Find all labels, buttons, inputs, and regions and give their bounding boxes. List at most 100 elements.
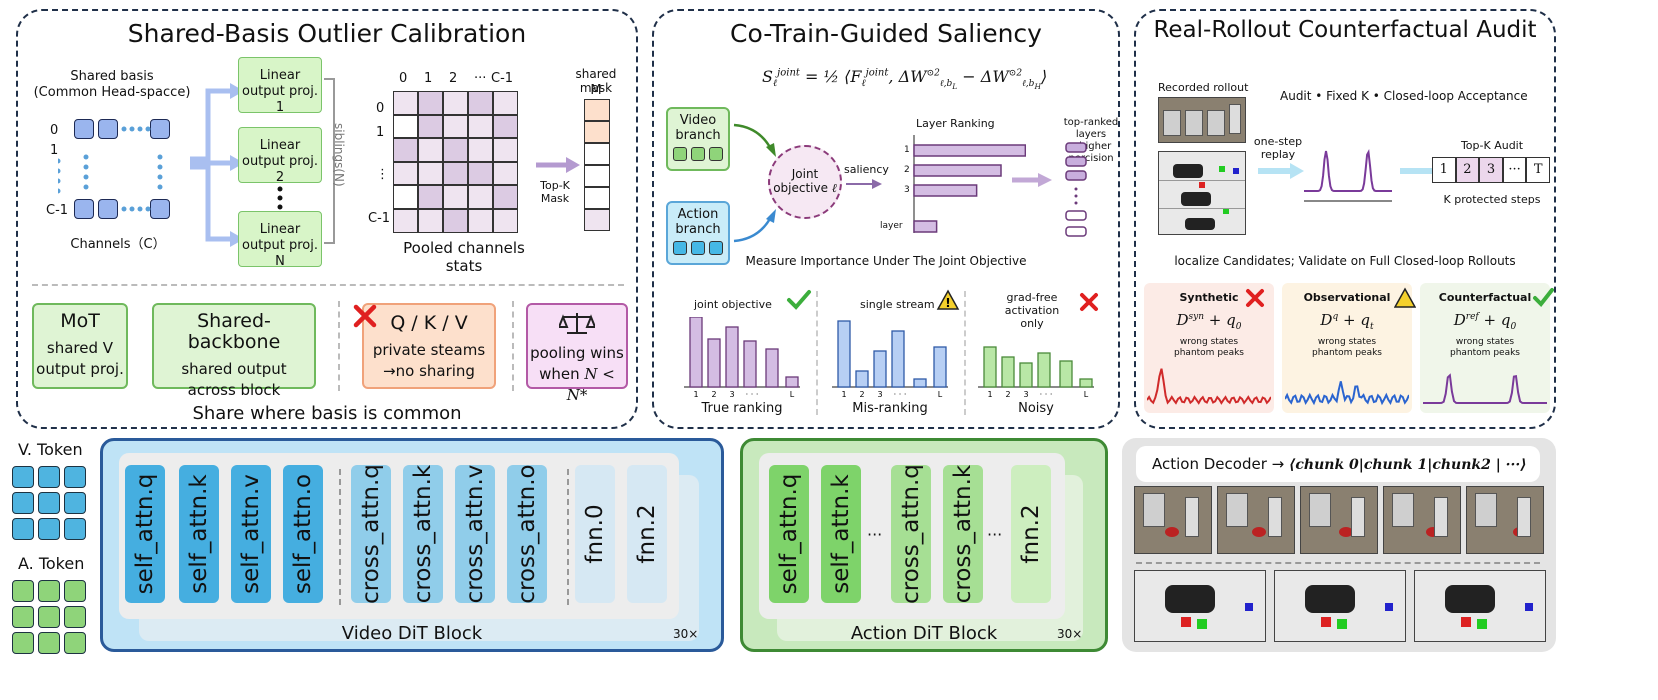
layer-label: self_attn.k <box>186 474 212 594</box>
formula-sup: q <box>1332 312 1339 322</box>
panel-outlier-calibration: Shared-Basis Outlier Calibration Shared … <box>16 9 638 429</box>
mini-bar <box>855 370 869 388</box>
chart-caption-noisy: Noisy <box>1018 401 1054 416</box>
audit-cell: 3 <box>1479 157 1503 183</box>
robot-arm <box>1143 493 1165 527</box>
layer-ranking-title: Layer Ranking <box>916 117 995 130</box>
heatmap-cell <box>468 161 493 186</box>
layer-label: self_attn.o <box>290 473 316 595</box>
heatmap-caption: Pooled channels stats <box>403 239 525 275</box>
ranking-bar <box>913 184 978 197</box>
row-label-c: C-1 <box>46 203 69 218</box>
panel-title: Co-Train-Guided Saliency <box>730 19 1042 48</box>
rank-arrow <box>1012 173 1052 187</box>
a-token-label: A. Token <box>18 554 85 573</box>
heatmap-cell <box>418 185 443 209</box>
chart-caption-true: True ranking <box>701 401 783 416</box>
heatmap-cell <box>493 185 518 209</box>
action-decoder-panel: Action Decoder → ⟨chunk 0|chunk 1|chunk2… <box>1122 438 1556 652</box>
action-layer-pill: self_attn.q <box>769 465 809 603</box>
video-layer-pill: self_attn.o <box>283 465 323 603</box>
decoder-frame-top <box>1300 486 1378 554</box>
heatmap-cell <box>418 138 443 162</box>
heatmap-cell <box>443 161 468 186</box>
mini-bar <box>743 340 757 388</box>
vertical-dots <box>277 186 283 210</box>
card-formula: Dref + q0 <box>1420 311 1550 332</box>
topk-arrow <box>536 157 580 173</box>
svg-text:!: ! <box>945 296 950 310</box>
grid-row-label: ⋮ <box>376 167 389 182</box>
action-layer-pill: cross_attn.q <box>891 464 931 604</box>
heatmap-cell <box>393 185 418 209</box>
cube <box>1181 617 1191 627</box>
heatmap-cell <box>493 209 518 233</box>
decoder-frame-bottom <box>1134 570 1266 642</box>
layer-label: self_attn.q <box>132 473 158 595</box>
object <box>1426 527 1440 537</box>
formula-sup: ref <box>1465 312 1479 322</box>
icon-shape <box>1394 287 1416 308</box>
a-token <box>64 606 86 628</box>
audit-cell: T <box>1526 157 1550 183</box>
audit-cell: 1 <box>1432 157 1456 183</box>
v-token <box>38 466 60 488</box>
robot-arm <box>1268 497 1282 537</box>
a-token <box>64 580 86 602</box>
audit-cell: 2 <box>1455 157 1480 183</box>
v-token <box>38 492 60 514</box>
v-token <box>12 492 34 514</box>
formula-sup: syn <box>1188 312 1205 322</box>
grid-row-label: 1 <box>376 125 385 140</box>
heatmap-cell <box>393 91 418 115</box>
mask-title: shared mask <box>575 67 617 95</box>
video-layer-pill: self_attn.k <box>179 465 219 603</box>
heatmap-cell <box>443 138 468 162</box>
heatmap-cell <box>493 114 518 139</box>
separator <box>339 469 341 605</box>
layer-label: cross_attn.k <box>410 464 436 604</box>
a-token <box>38 580 60 602</box>
localize-caption: localize Candidates; Validate on Full Cl… <box>1174 254 1516 268</box>
branch-arrows <box>733 123 776 243</box>
object <box>1252 527 1266 537</box>
saliency-formula: Sℓjoint = ½ ⟨Fℓjoint, ΔW⊙2ℓ,bL − ΔW⊙2ℓ,b… <box>762 67 1048 91</box>
basis-square <box>98 119 118 139</box>
mask-cell <box>584 209 610 231</box>
layer-ranking-chart <box>913 135 1026 233</box>
mini-bar <box>1079 378 1093 388</box>
heatmap-cell <box>393 114 418 139</box>
layer-label: cross_attn.k <box>950 464 976 604</box>
replay-image <box>1158 151 1246 235</box>
layer-label: fnn.2 <box>1018 504 1044 564</box>
ranking-bar <box>913 164 1002 177</box>
card-formula: Dq + qt <box>1282 311 1412 332</box>
mini-bar <box>725 326 739 388</box>
pool-line2: when <box>539 365 580 383</box>
ellipsis: ··· <box>987 525 1003 544</box>
channels-label: Channels（C） <box>70 237 166 252</box>
balance-scale-icon <box>557 313 597 334</box>
audit-cell: ··· <box>1502 157 1527 183</box>
cross-icon <box>353 304 377 328</box>
v-token <box>38 518 60 540</box>
check-icon <box>787 290 811 310</box>
video-layer-pill: fnn.0 <box>575 465 615 603</box>
mini-bar <box>1001 356 1015 388</box>
cube <box>1477 619 1487 629</box>
decoder-frame-bottom <box>1414 570 1546 642</box>
mask-cell <box>584 165 610 187</box>
cube <box>1321 617 1331 627</box>
heatmap-cell <box>393 209 418 233</box>
layer-label: cross_attn.v <box>462 464 488 604</box>
row-label-0: 0 <box>50 123 59 138</box>
shared-mask-column <box>584 99 610 231</box>
action-layer-pill: cross_attn.k <box>943 465 983 603</box>
a-token <box>12 580 34 602</box>
robot-gripper <box>1305 585 1355 613</box>
